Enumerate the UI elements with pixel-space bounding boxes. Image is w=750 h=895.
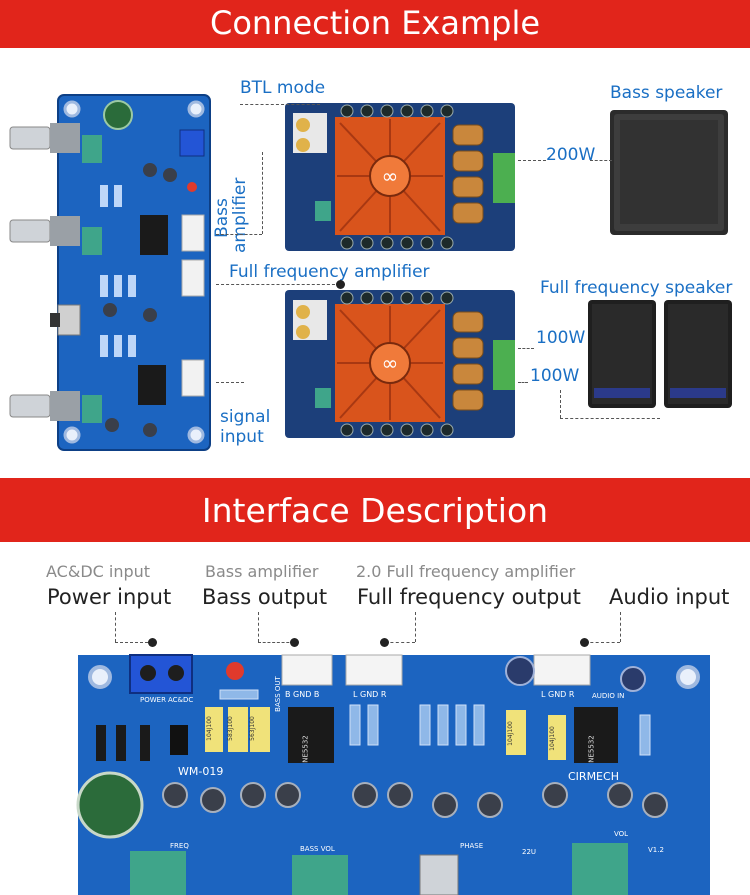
power-sub-label: AC&DC input	[46, 562, 151, 581]
bass-sub-label: Bass amplifier	[205, 562, 319, 581]
btl-line	[240, 104, 320, 105]
silk-freq: FREQ	[170, 842, 189, 850]
bass-speaker-line-2	[590, 160, 612, 161]
silk-acdc: AC&DC	[168, 696, 194, 704]
silk-rev: V1.2	[648, 846, 664, 854]
full-line-v	[415, 612, 416, 642]
audio-dot	[580, 638, 589, 647]
full-frequency-speakers-image	[588, 300, 732, 408]
bass-speaker-label: Bass speaker	[610, 83, 723, 103]
silk-cap-code-5: 104J100	[548, 726, 556, 751]
btl-mode-label: BTL mode	[240, 78, 326, 98]
silk-bass-out: BASS OUT	[273, 676, 282, 712]
full-frequency-speaker-label: Full frequency speaker	[540, 278, 733, 298]
bass-line-h	[258, 642, 294, 643]
bass-line-v	[258, 612, 259, 642]
full-dot	[380, 638, 389, 647]
preamp-board-horizontal	[76, 654, 710, 895]
audio-line-v	[620, 612, 621, 642]
full-power-2-label: 100W	[530, 366, 580, 386]
svg-text:∞: ∞	[382, 351, 399, 375]
silk-cap-code-2: 563J100	[248, 716, 256, 741]
full-amp-line	[216, 284, 340, 285]
full-speaker-line-4	[560, 418, 660, 419]
full-speaker-line-1	[518, 348, 534, 349]
silk-cap-code-1: 583J100	[226, 716, 234, 741]
silk-cap-code-3: 104J100	[205, 716, 213, 741]
signal-input-label: signal input	[220, 407, 271, 447]
silk-l-gnd-r: L GND R	[353, 690, 387, 699]
bass-amplifier-label: Bass amplifier	[212, 177, 250, 253]
signal-line	[216, 382, 244, 383]
silk-l-gnd-r-2: L GND R	[541, 690, 575, 699]
power-dot	[148, 638, 157, 647]
audio-line-h	[585, 642, 620, 643]
silk-phase: PHASE	[460, 842, 484, 850]
power-main-label: Power input	[47, 585, 172, 609]
full-power-1-label: 100W	[536, 328, 586, 348]
bass-speaker-image	[610, 110, 728, 235]
silk-cap-22u: 22U	[522, 848, 537, 856]
silk-audio-in: AUDIO IN	[592, 692, 625, 700]
silk-chip-2: NE5532	[587, 735, 596, 763]
power-line-h	[115, 642, 153, 643]
bass-power-label: 200W	[546, 145, 596, 165]
silk-model: WM-019	[178, 765, 224, 778]
connection-banner: Connection Example	[0, 0, 750, 48]
power-line-v	[115, 612, 116, 642]
bass-amplifier-board: ∞	[285, 103, 515, 251]
silk-power: POWER	[140, 696, 166, 704]
full-main-label: Full frequency output	[357, 585, 581, 609]
preamp-board-vertical	[9, 94, 211, 451]
full-amp-dot	[336, 280, 345, 289]
full-speaker-line-3	[560, 390, 561, 418]
interface-banner: Interface Description	[0, 478, 750, 542]
silk-chip-1: NE5532	[301, 735, 310, 763]
bass-amp-line-v	[262, 152, 263, 234]
audio-main-label: Audio input	[609, 585, 730, 609]
bass-amp-line-h	[216, 234, 262, 235]
bass-main-label: Bass output	[202, 585, 328, 609]
svg-text:∞: ∞	[382, 164, 399, 188]
bass-dot	[290, 638, 299, 647]
silk-brand: CIRMECH	[568, 770, 619, 783]
full-line-h	[385, 642, 415, 643]
full-sub-label: 2.0 Full frequency amplifier	[356, 562, 576, 581]
full-frequency-amplifier-board: ∞	[285, 290, 515, 438]
silk-vol: VOL	[614, 830, 629, 838]
bass-speaker-line-1	[518, 160, 546, 161]
full-frequency-amplifier-label: Full frequency amplifier	[229, 262, 430, 282]
full-speaker-line-2	[518, 382, 528, 383]
silk-b-gnd-b: B GND B	[285, 690, 320, 699]
silk-bass-vol: BASS VOL	[300, 845, 335, 853]
silk-cap-code-4: 104J100	[506, 721, 514, 746]
